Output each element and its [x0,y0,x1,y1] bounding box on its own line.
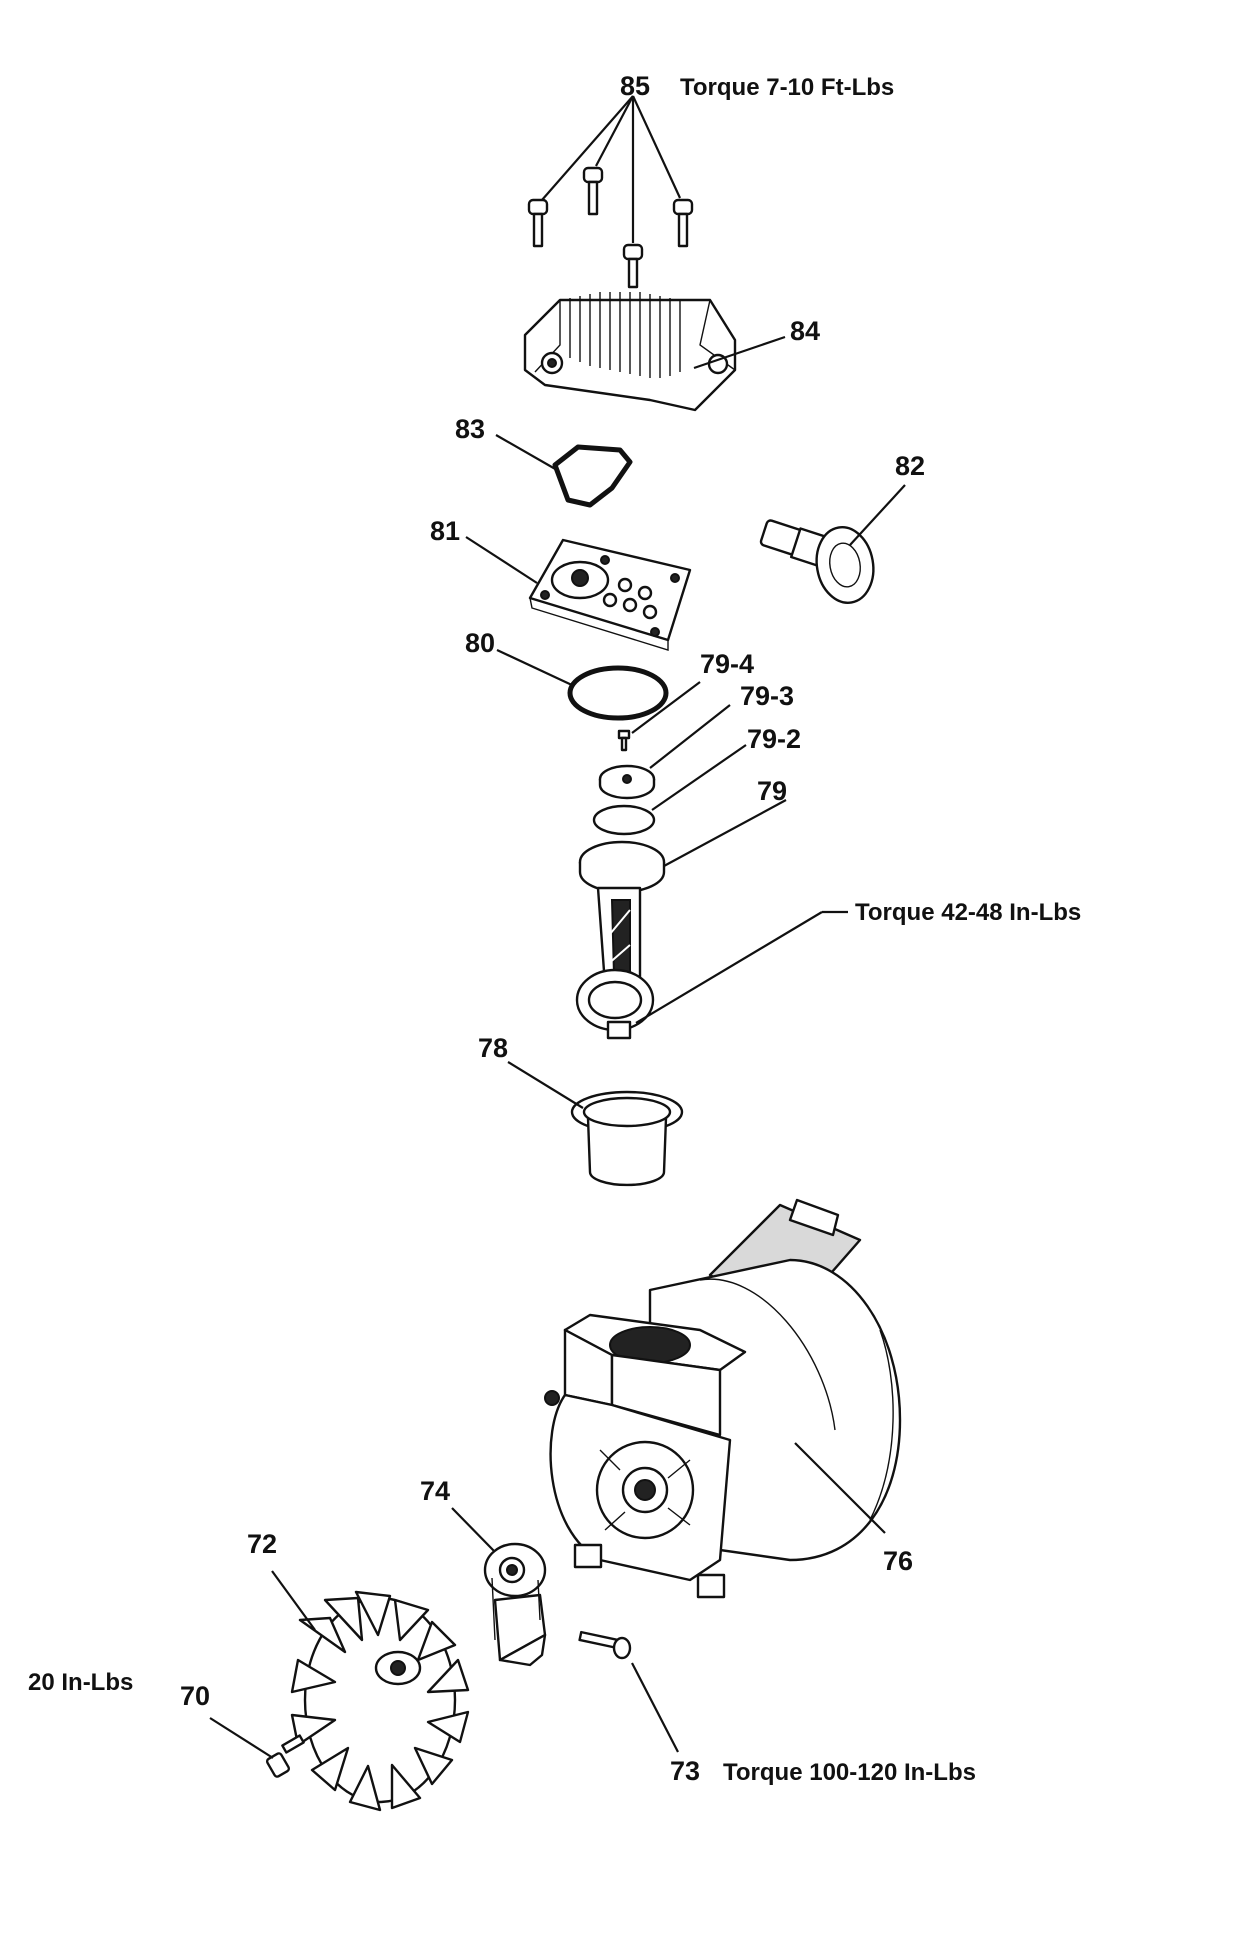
leader-72 [271,1570,316,1631]
callout-79-2: 79-2 [747,724,801,754]
callout-83: 83 [455,414,485,444]
callout-70: 70 [180,1681,210,1711]
leader-84 [693,335,786,370]
callout-78: 78 [478,1033,508,1063]
fan-bolt-70 [265,1734,305,1778]
leader-73 [631,1662,679,1753]
fitting-82 [759,519,875,604]
torque-note-head-bolts: Torque 7-10 Ft-Lbs [680,74,894,101]
callout-82: 82 [895,451,925,481]
leader-76 [794,1442,886,1534]
cylinder-sleeve-78 [570,1090,684,1187]
leader-85 [541,95,681,243]
connecting-rod-79 [575,840,666,1040]
seal-79-2 [592,804,656,836]
callout-79: 79 [757,776,787,806]
valve-plate-81 [528,538,692,651]
leader-79-3 [649,704,731,769]
callout-73: 73 [670,1756,700,1786]
screw-79-4 [617,729,631,752]
torque-note-fan-bolt: 20 In-Lbs [28,1669,133,1696]
leader-79 [663,799,787,867]
torque-note-connecting-rod: Torque 42-48 In-Lbs [855,899,1081,926]
callout-80: 80 [465,628,495,658]
torque-note-eccentric-bolt: Torque 100-120 In-Lbs [723,1759,976,1786]
leader-78 [507,1061,584,1109]
cylinder-head-84 [523,292,737,412]
head-gasket-83 [552,444,633,508]
callout-72: 72 [247,1529,277,1559]
crankcase-motor-76 [544,1198,902,1599]
leader-80 [496,649,575,687]
callout-84: 84 [790,316,820,346]
callout-81: 81 [430,516,460,546]
leader-74 [451,1507,496,1553]
fan-72 [290,1590,470,1812]
o-ring-80 [567,665,669,721]
leader-torque-rod [635,911,823,1024]
leader-70 [209,1717,274,1759]
leader-82 [849,484,906,546]
callout-79-4: 79-4 [700,649,754,679]
leader-79-4 [631,681,701,734]
head-bolts-85 [527,166,694,289]
eccentric-bolt-73 [578,1630,632,1660]
leader-83 [495,434,558,471]
leader-79-2 [651,744,747,811]
callout-74: 74 [420,1476,450,1506]
callout-85: 85 [620,71,650,101]
callout-76: 76 [883,1546,913,1576]
leader-81 [465,536,538,584]
callout-79-3: 79-3 [740,681,794,711]
retainer-79-3 [598,764,656,800]
eccentric-74 [483,1542,547,1667]
